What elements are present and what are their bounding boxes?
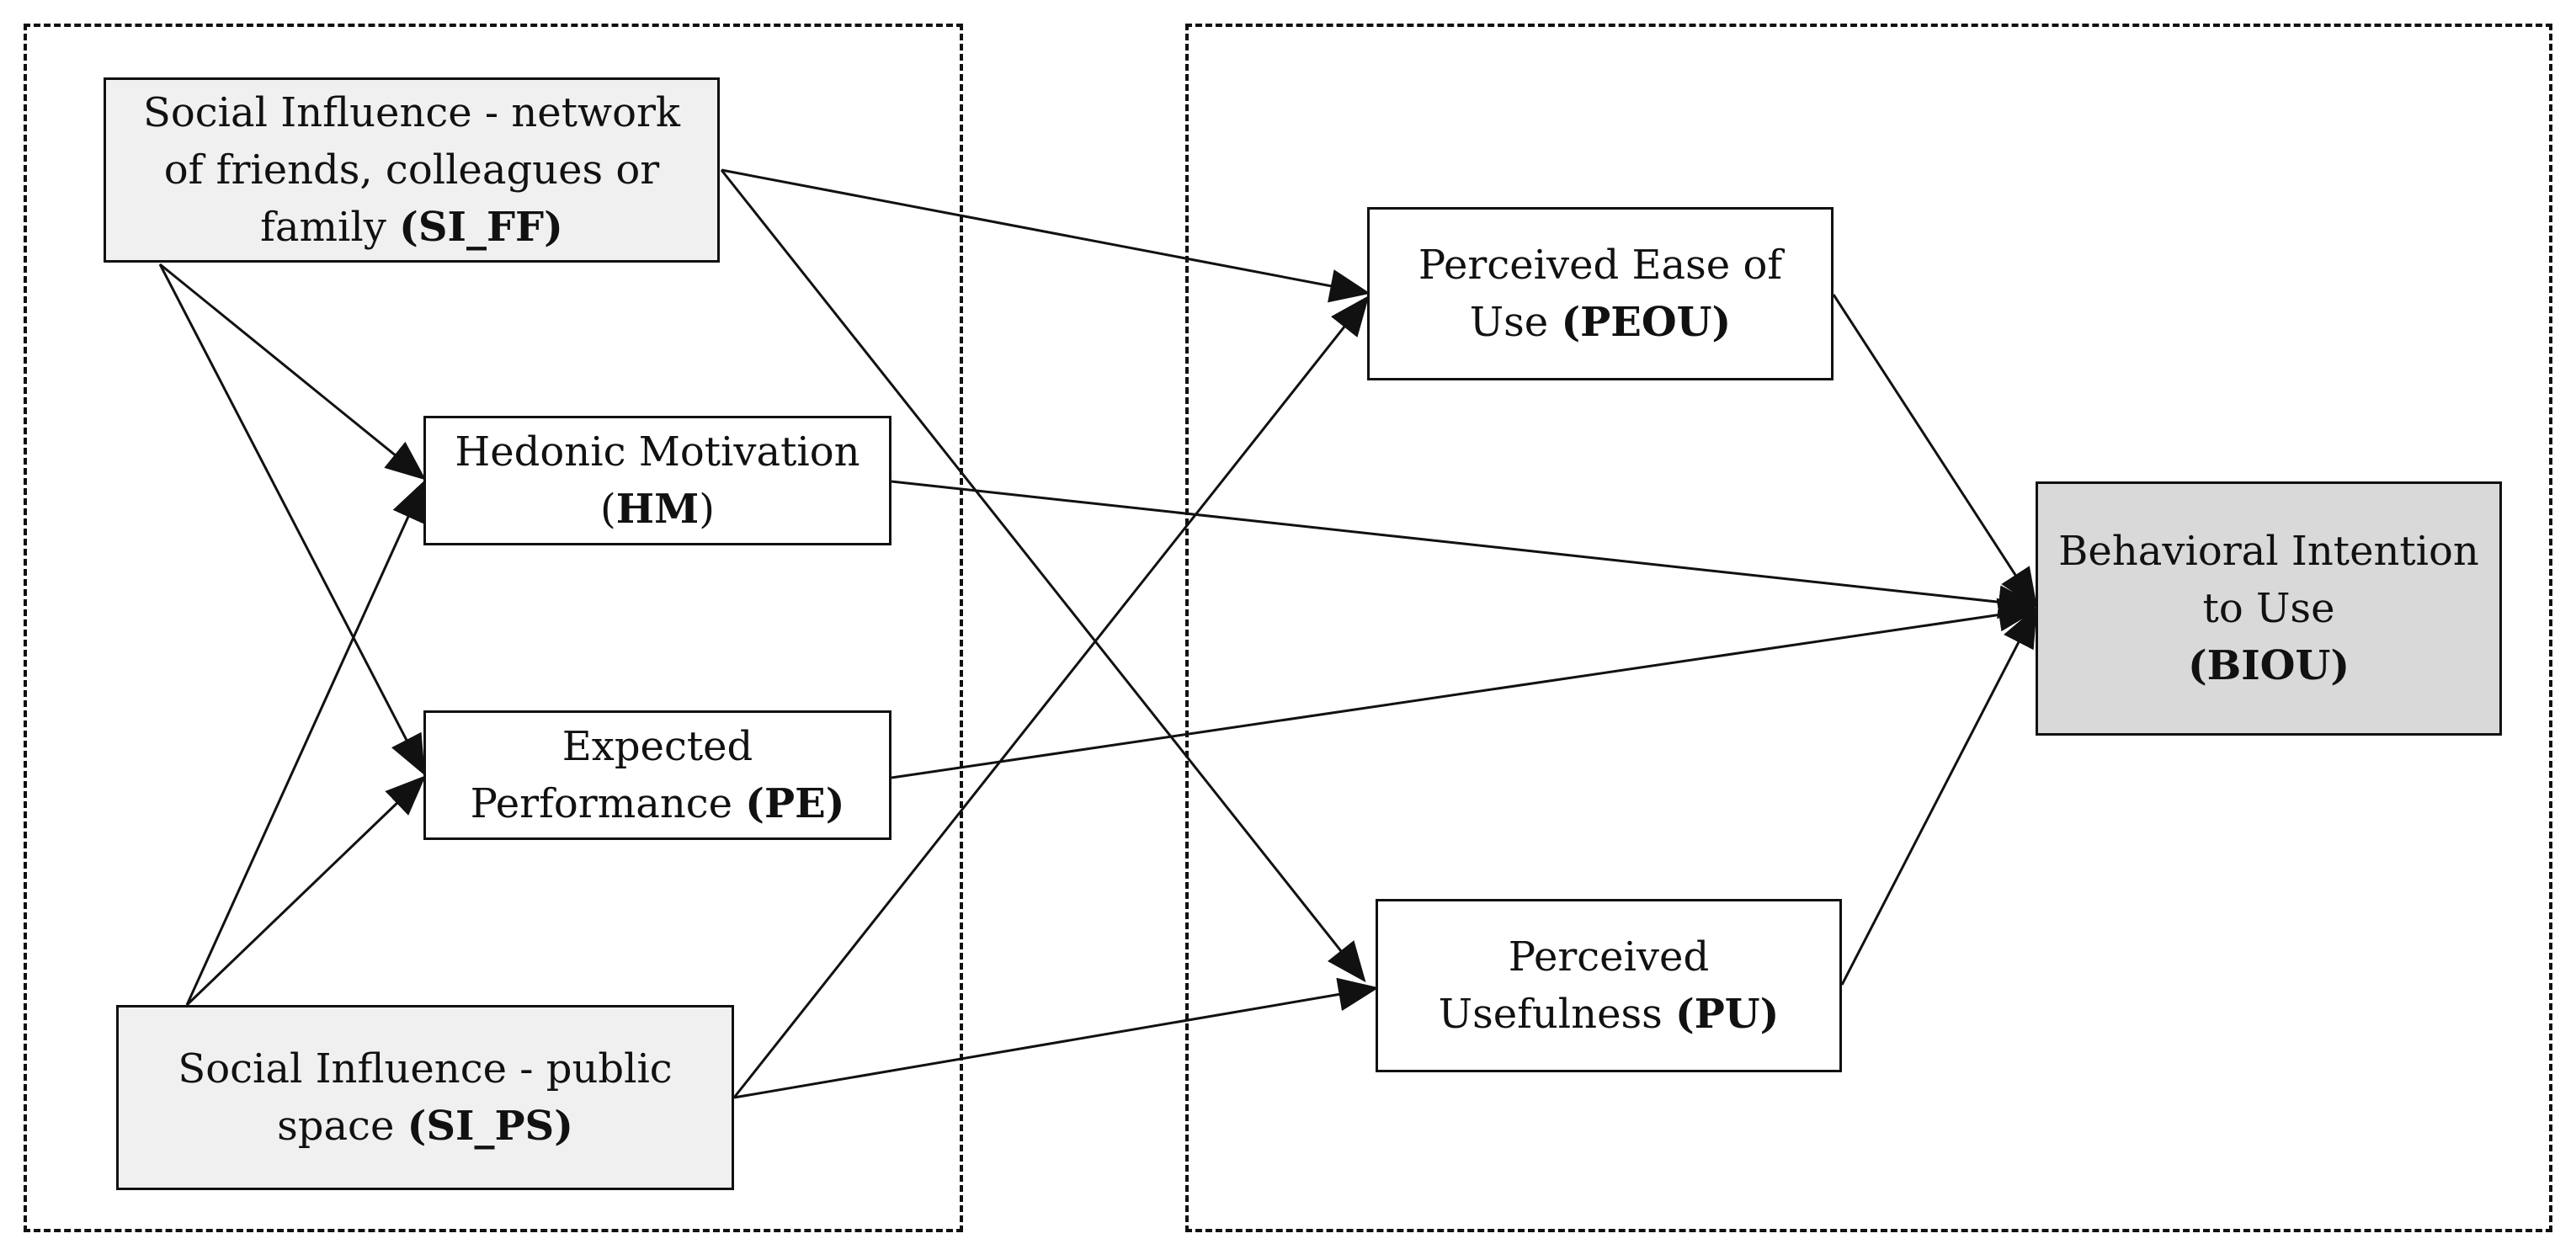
arrow-si_ff-to-hm xyxy=(159,263,427,481)
expected-performance-label: Expected Performance (PE) xyxy=(470,722,845,827)
arrow-peou-to-biou xyxy=(1832,294,2038,609)
social-influence-public-node: Social Influence - public space (SI_PS) xyxy=(116,1005,734,1190)
social-influence-public-label: Social Influence - public space (SI_PS) xyxy=(178,1045,673,1150)
arrow-si_ff-to-peou xyxy=(721,168,1370,303)
perceived-ease-of-use-abbr: (PEOU) xyxy=(1561,299,1732,346)
behavioral-intention-label: Behavioral Intention to Use (BIOU) xyxy=(2058,527,2479,690)
perceived-usefulness-label: Perceived Usefulness (PU) xyxy=(1438,933,1780,1038)
hedonic-motivation-label: Hedonic Motivation (HM) xyxy=(455,428,860,533)
behavioral-intention-abbr: (BIOU) xyxy=(2187,642,2350,690)
behavioral-intention-node: Behavioral Intention to Use (BIOU) xyxy=(2036,481,2502,736)
perceived-ease-of-use-node: Perceived Ease of Use (PEOU) xyxy=(1367,207,1834,380)
expected-performance-abbr: (PE) xyxy=(745,780,845,827)
antecedents-group-box xyxy=(24,24,963,1232)
perceived-usefulness-node: Perceived Usefulness (PU) xyxy=(1376,899,1842,1072)
arrow-si_ps-to-pu xyxy=(733,977,1379,1099)
arrow-si_ff-to-pe xyxy=(158,263,425,776)
arrow-hm-to-biou xyxy=(891,480,2039,619)
hedonic-motivation-node: Hedonic Motivation (HM) xyxy=(423,416,891,545)
tam-group-box xyxy=(1185,24,2552,1232)
arrow-si_ps-to-peou xyxy=(732,295,1370,1098)
social-influence-public-abbr: (SI_PS) xyxy=(407,1103,573,1150)
arrow-si_ff-to-pu xyxy=(720,169,1366,983)
social-influence-friends-abbr: (SI_FF) xyxy=(399,204,563,252)
arrow-si_ps-to-hm xyxy=(185,480,425,1006)
arrow-si_ps-to-pe xyxy=(185,775,426,1007)
social-influence-friends-label: Social Influence - network of friends, c… xyxy=(142,88,680,252)
social-influence-friends-node: Social Influence - network of friends, c… xyxy=(104,77,720,263)
arrow-pu-to-biou xyxy=(1840,606,2037,986)
hedonic-motivation-abbr: HM xyxy=(615,486,700,533)
perceived-ease-of-use-label: Perceived Ease of Use (PEOU) xyxy=(1418,241,1783,346)
perceived-usefulness-abbr: (PU) xyxy=(1675,991,1780,1038)
arrow-pe-to-biou xyxy=(891,598,2039,779)
expected-performance-node: Expected Performance (PE) xyxy=(423,710,891,840)
